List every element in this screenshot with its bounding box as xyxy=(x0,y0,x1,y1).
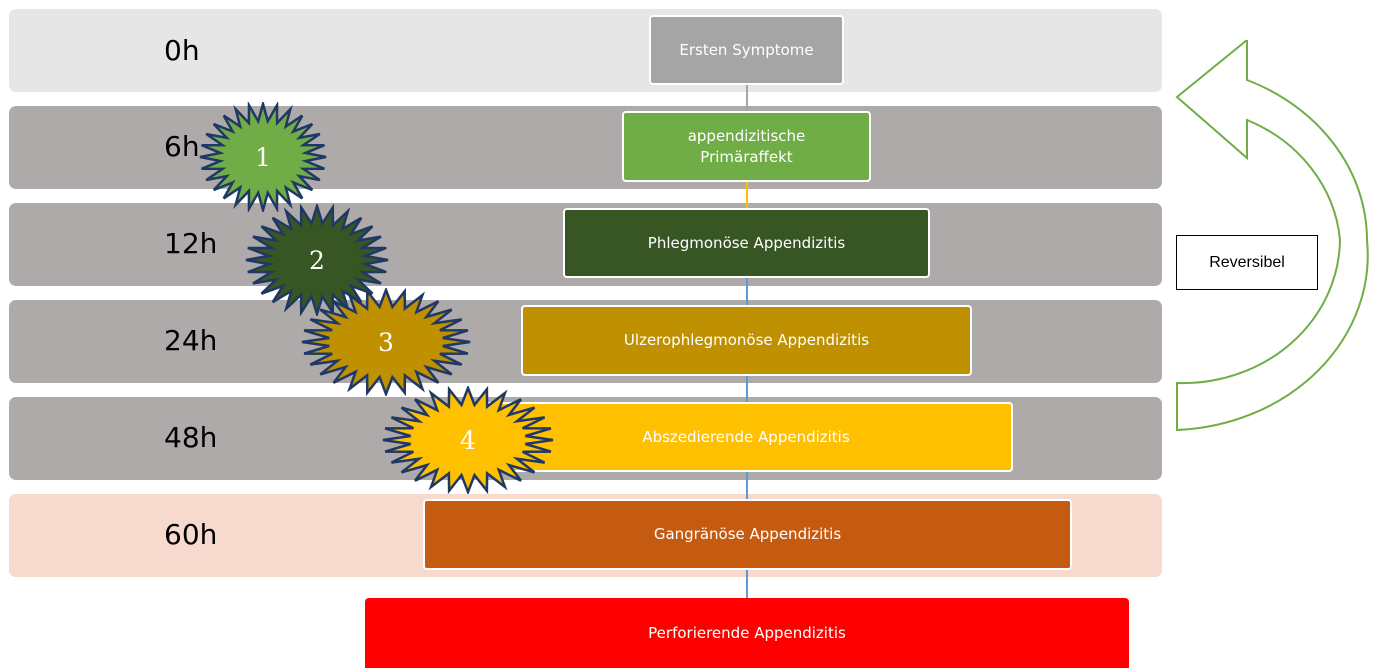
time-label-0h: 0h xyxy=(164,34,200,67)
stage-box-abszedierende: Abszedierende Appendizitis xyxy=(479,402,1013,472)
stage-marker-1: 1 xyxy=(198,99,328,216)
stage-band-6h xyxy=(9,106,1162,189)
connector-line xyxy=(746,569,748,600)
starburst-shape xyxy=(199,99,327,215)
stage-band-0h xyxy=(9,9,1162,92)
time-label-24h: 24h xyxy=(164,324,218,357)
time-label-6h: 6h xyxy=(164,130,200,163)
stage-box-perforierende: Perforierende Appendizitis xyxy=(365,598,1129,668)
starburst-icon xyxy=(245,201,389,319)
stage-box-primaeraffekt: appendizitische Primäraffekt xyxy=(622,111,871,182)
stage-marker-4: 4 xyxy=(381,384,555,498)
stage-box-phlegmonoese: Phlegmonöse Appendizitis xyxy=(563,208,930,278)
stage-marker-3: 3 xyxy=(300,286,472,400)
starburst-icon xyxy=(199,99,327,215)
starburst-icon xyxy=(382,384,554,496)
connector-line xyxy=(746,471,748,500)
connector-line xyxy=(746,181,748,210)
stage-box-gangraenoese: Gangränöse Appendizitis xyxy=(423,499,1072,570)
time-label-12h: 12h xyxy=(164,227,218,260)
reversible-curved-arrow-icon xyxy=(1175,40,1369,432)
starburst-shape xyxy=(245,201,389,319)
starburst-shape xyxy=(382,384,554,496)
time-label-48h: 48h xyxy=(164,421,218,454)
connector-line xyxy=(746,84,748,113)
connector-line xyxy=(746,277,748,306)
connector-line xyxy=(746,375,748,404)
reversible-label: Reversibel xyxy=(1176,235,1318,290)
stage-marker-2: 2 xyxy=(244,201,390,320)
starburst-shape xyxy=(301,286,471,398)
stage-box-ersten-symptome: Ersten Symptome xyxy=(649,15,844,85)
stage-box-ulzerophlegmonoese: Ulzerophlegmonöse Appendizitis xyxy=(521,305,972,376)
starburst-icon xyxy=(301,286,471,398)
time-label-60h: 60h xyxy=(164,518,218,551)
